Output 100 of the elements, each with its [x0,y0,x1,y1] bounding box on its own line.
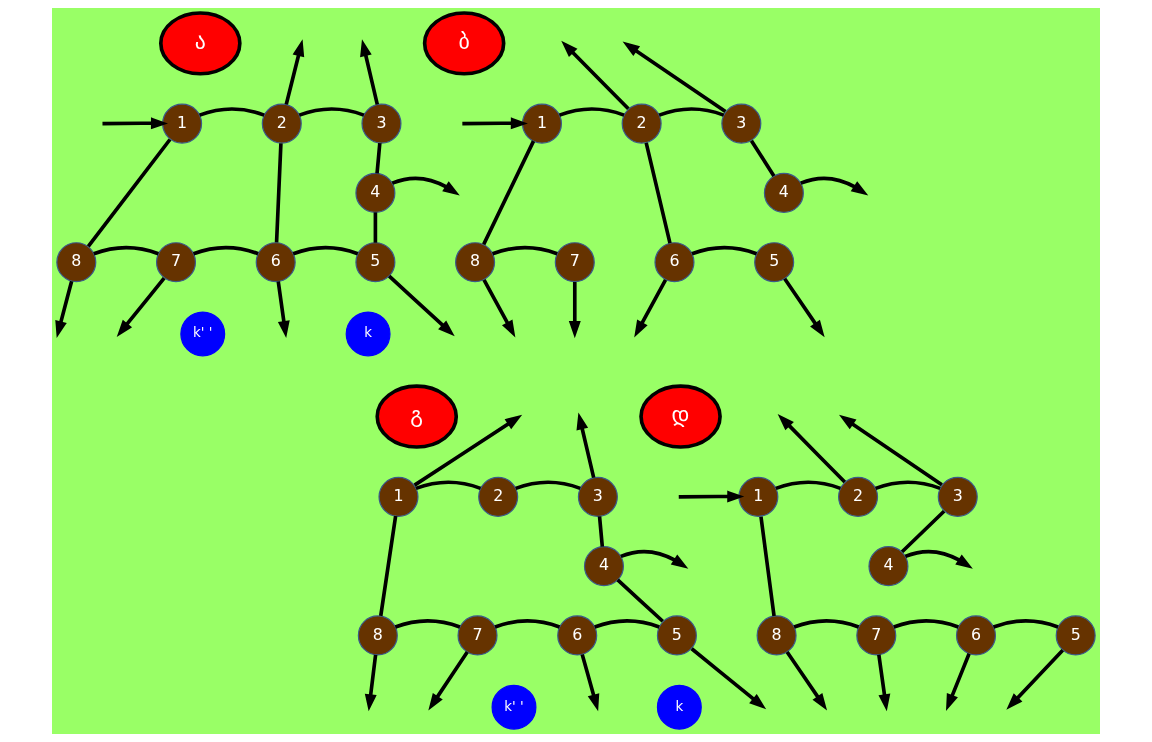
connector [644,142,672,244]
node-circle: 2 [621,103,662,144]
node-circle: k' ' [491,684,537,730]
arrow [276,281,290,339]
node-circle: 1 [162,103,203,144]
arrow [561,40,630,111]
node-circle: k [345,311,391,357]
node-circle: 3 [721,103,762,144]
arrow [634,278,668,338]
arrow [360,39,380,105]
arrow [55,280,74,338]
node-circle: 7 [155,242,197,283]
node-circle: 1 [738,476,779,517]
connector [793,619,860,629]
connector [749,139,776,177]
arrow [568,281,581,339]
arrow [391,176,460,196]
node-ellipse: დ [639,384,722,449]
node-circle: 8 [455,242,496,283]
connector [658,107,725,117]
connector [875,480,941,491]
connector [192,245,259,256]
node-circle: 4 [355,172,396,213]
connector [482,140,536,246]
arrow [904,549,973,569]
node-circle: 6 [654,242,695,283]
node-circle: 7 [457,615,498,656]
connector [558,107,625,117]
connector [759,516,776,617]
arrow [777,413,847,484]
arrow [116,276,166,337]
arrow [102,117,168,130]
node-ellipse: ა [159,11,242,76]
node-circle: 4 [583,546,625,587]
arrow [576,412,596,479]
connector [274,143,283,243]
node-circle: 3 [577,476,618,517]
node-circle: 4 [763,172,804,213]
connector [86,138,172,248]
connector [199,107,265,117]
arrow [580,654,600,712]
arrow [839,414,943,487]
arrow [783,277,825,338]
node-circle: 6 [955,615,997,656]
node-circle: 2 [261,103,302,144]
arrow [690,647,767,710]
connector [373,212,378,243]
node-circle: 6 [557,615,598,656]
node-circle: 2 [478,476,519,517]
connector [775,480,841,491]
arrow [364,654,378,712]
connector [375,142,382,174]
node-circle: 3 [361,103,402,144]
arrow [413,414,523,487]
arrow [946,653,971,711]
connector [691,245,758,256]
node-circle: 6 [255,242,296,283]
node-circle: 4 [868,546,909,587]
node-circle: 7 [856,615,897,656]
connector [415,480,482,491]
connector [494,619,561,629]
connector [594,619,660,629]
node-circle: 8 [756,615,797,656]
arrow [1006,649,1065,710]
node-circle: 2 [838,476,879,517]
node-circle: 1 [378,476,419,517]
node-circle: 1 [521,103,562,144]
connector [616,578,664,623]
connector [492,245,558,256]
arrow [877,654,891,712]
node-circle: 7 [554,242,595,283]
connector [298,107,365,117]
node-circle: k [656,684,702,730]
node-circle: k' ' [180,311,226,357]
arrow [482,278,516,338]
arrow [388,274,455,337]
connector [378,515,398,617]
arrow [462,117,528,130]
node-circle: 5 [355,242,396,283]
arrow [678,490,745,503]
arrow [785,651,828,711]
connector [394,619,461,629]
connector [292,245,359,256]
node-circle: 5 [754,242,795,283]
arrow [620,549,689,569]
node-ellipse: გ [375,384,459,449]
arrow [622,41,727,114]
connector [992,619,1059,629]
arrow [284,39,305,105]
arrow [428,651,469,711]
node-circle: 5 [656,615,697,656]
connector [515,480,581,491]
connector [900,509,946,554]
node-circle: 3 [937,476,978,517]
connector [93,245,159,256]
arrow [800,176,869,196]
node-ellipse: ბ [422,11,506,76]
node-circle: 8 [56,242,97,283]
connector [597,516,605,547]
node-circle: 5 [1055,615,1096,656]
